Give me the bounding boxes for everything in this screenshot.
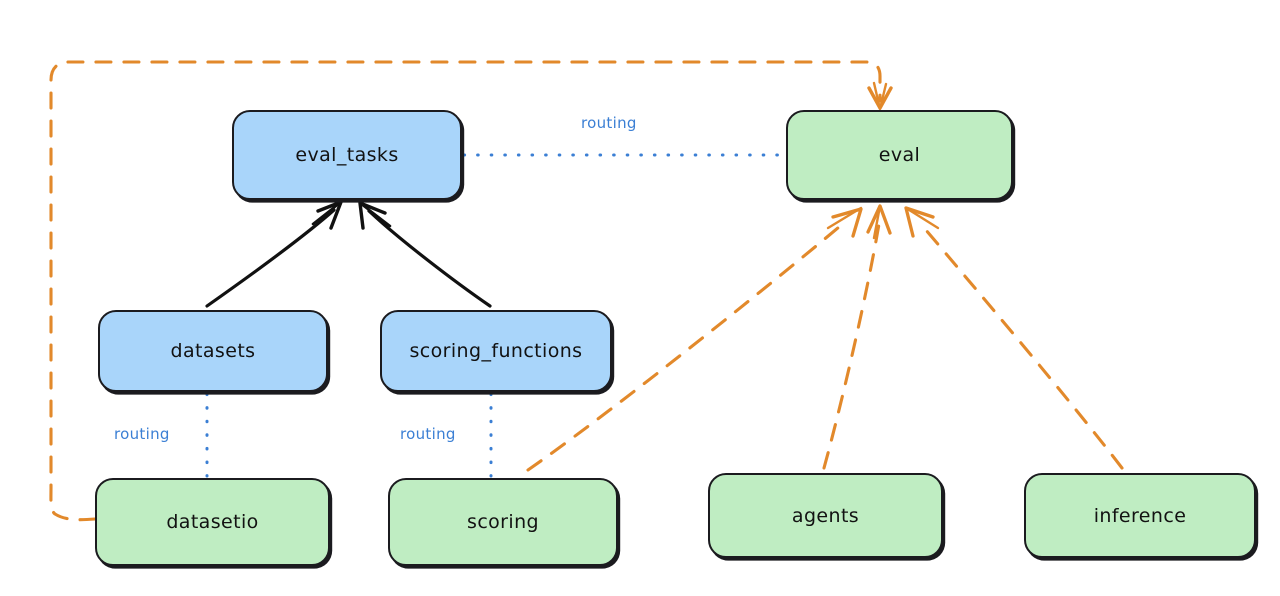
- node-datasets[interactable]: datasets: [98, 310, 328, 392]
- node-label: eval_tasks: [295, 144, 399, 166]
- edge-datasetio-to-eval: [49, 60, 893, 522]
- node-label: datasetio: [166, 511, 259, 533]
- edge-label-routing-datasetio: routing: [111, 425, 173, 443]
- node-label: scoring: [467, 511, 539, 533]
- node-label: eval: [878, 144, 921, 166]
- edge-datasets-to-eval-tasks: [205, 200, 343, 308]
- edge-agents-to-eval: [822, 204, 892, 470]
- edge-inference-to-eval: [904, 206, 1124, 470]
- node-eval[interactable]: eval: [786, 110, 1013, 200]
- node-scoring[interactable]: scoring: [388, 478, 618, 566]
- node-agents[interactable]: agents: [708, 473, 943, 558]
- node-eval-tasks[interactable]: eval_tasks: [232, 110, 462, 200]
- node-datasetio[interactable]: datasetio: [95, 478, 330, 566]
- edge-label-routing-eval: routing: [578, 114, 640, 132]
- node-label: datasets: [170, 340, 256, 362]
- node-label: inference: [1093, 504, 1187, 527]
- node-inference[interactable]: inference: [1024, 473, 1256, 558]
- node-label: agents: [791, 504, 860, 527]
- edge-scoring-to-eval: [526, 206, 863, 472]
- node-scoring-functions[interactable]: scoring_functions: [380, 310, 612, 392]
- edge-label-routing-scoring: routing: [397, 425, 459, 443]
- edge-scoring-functions-to-eval-tasks: [358, 201, 492, 308]
- node-label: scoring_functions: [409, 340, 583, 362]
